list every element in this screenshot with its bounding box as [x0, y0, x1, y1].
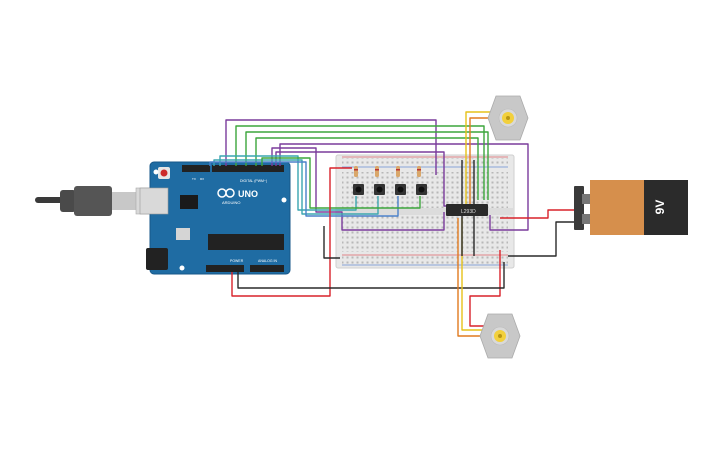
arduino-uno-board[interactable]: UNO ARDUINO DIGITAL (PWM~) POWER ANALOG …	[139, 161, 291, 275]
wire-blue-1[interactable]	[209, 161, 399, 217]
wire-red-battery[interactable]	[500, 209, 578, 219]
breadboard[interactable]	[335, 154, 515, 269]
pushbutton-3[interactable]	[395, 184, 406, 195]
atmega-chip	[208, 234, 284, 250]
analog-header-label: ANALOG IN	[258, 259, 278, 263]
wire-red-5v[interactable]	[231, 167, 352, 297]
resistor-1[interactable]	[354, 166, 358, 177]
dc-motor-bottom[interactable]	[479, 313, 521, 359]
chip-label: L293D	[461, 209, 476, 215]
wire-orange-bottom[interactable]	[457, 218, 484, 337]
resistor-4[interactable]	[417, 166, 421, 177]
battery-label: 9V	[653, 200, 667, 215]
battery-9v[interactable]: 9V	[574, 180, 688, 235]
wire-purple-left[interactable]	[271, 147, 445, 231]
resistor-3[interactable]	[396, 166, 400, 177]
digital-header	[212, 165, 284, 172]
wire-black-battery[interactable]	[508, 221, 578, 257]
pushbutton-1[interactable]	[353, 184, 364, 195]
dc-motor-top[interactable]	[487, 95, 529, 141]
resistor-2[interactable]	[375, 166, 379, 177]
wire-yellow-top[interactable]	[465, 111, 492, 212]
l293d-chip[interactable]: L293D	[446, 204, 488, 216]
power-jack	[146, 248, 168, 270]
wire-green-4[interactable]	[261, 157, 421, 209]
wire-red-motor-bottom[interactable]	[469, 250, 501, 327]
wire-green-3[interactable]	[255, 137, 479, 200]
wire-orange-top[interactable]	[469, 117, 492, 212]
digital-header-label: DIGITAL (PWM~)	[240, 179, 267, 183]
wire-green-2[interactable]	[245, 131, 489, 200]
tx-label: TX	[192, 177, 196, 181]
battery-body	[590, 180, 646, 235]
wire-black-gnd[interactable]	[237, 262, 505, 289]
battery-cap	[644, 180, 688, 235]
pushbutton-4[interactable]	[416, 184, 427, 195]
usb-cable[interactable]	[35, 186, 157, 216]
wire-teal-2[interactable]	[213, 159, 379, 215]
rx-label: RX	[200, 177, 204, 181]
usb-port	[139, 187, 169, 215]
board-brand-text: ARDUINO	[222, 200, 240, 205]
pushbutton-2[interactable]	[374, 184, 385, 195]
power-header	[206, 265, 244, 272]
wire-green-1[interactable]	[235, 125, 485, 200]
wire-black-gnd2[interactable]	[323, 226, 340, 259]
power-header-label: POWER	[230, 259, 244, 263]
wire-purple-top[interactable]	[225, 119, 437, 175]
board-logo-text: UNO	[238, 189, 258, 199]
arduino-logo-icon	[217, 188, 235, 198]
analog-header	[250, 265, 284, 272]
